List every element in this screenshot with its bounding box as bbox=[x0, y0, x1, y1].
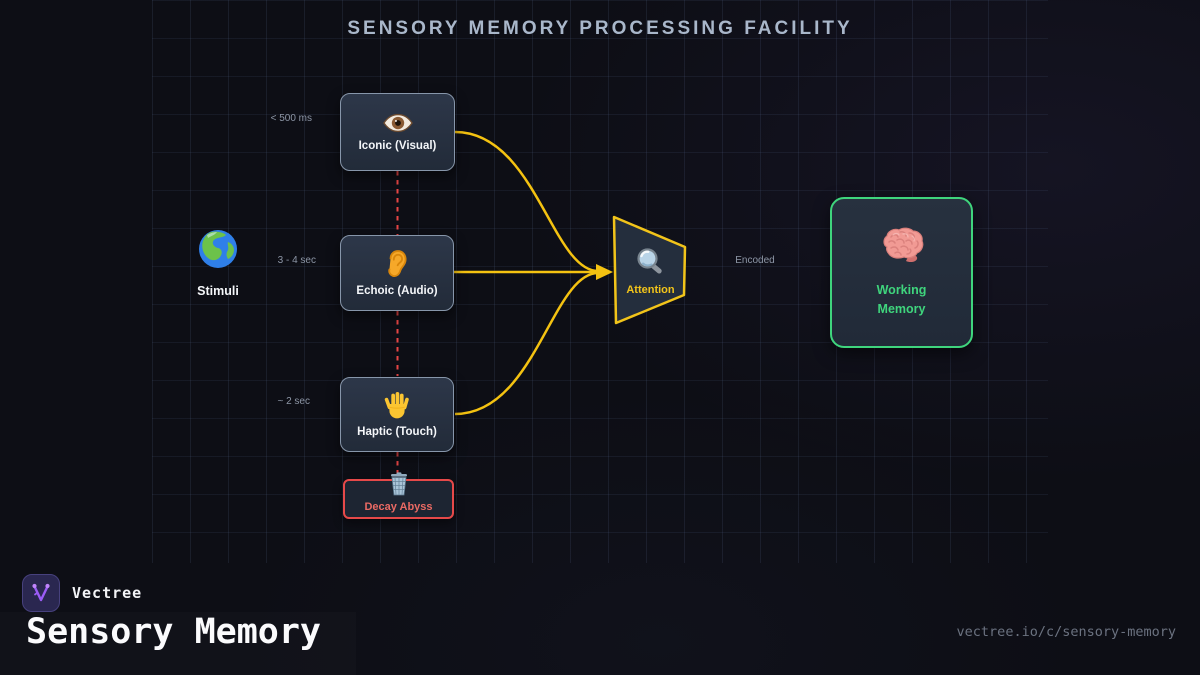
node-iconic-visual[interactable]: Iconic (Visual) bbox=[340, 93, 455, 171]
brain-icon bbox=[879, 227, 925, 265]
decay-abyss-label: Decay Abyss bbox=[364, 501, 433, 513]
working-memory-label-line1: Working bbox=[876, 282, 927, 297]
arrowhead-icon bbox=[596, 264, 613, 280]
duration-label-iconic: < 500 ms bbox=[270, 113, 312, 124]
eye-icon bbox=[382, 113, 413, 133]
wastebasket-icon bbox=[388, 472, 410, 496]
duration-label-echoic: 3 - 4 sec bbox=[277, 255, 316, 266]
node-label: Iconic (Visual) bbox=[358, 139, 437, 152]
hand-icon bbox=[383, 391, 411, 419]
page-title-heading: SENSORY MEMORY PROCESSING FACILITY bbox=[347, 18, 853, 39]
attention-funnel-shape[interactable] bbox=[612, 215, 687, 325]
footer-page-title: Sensory Memory bbox=[26, 612, 322, 652]
node-decay-abyss[interactable]: Decay Abyss bbox=[343, 472, 454, 519]
brand-name: Vectree bbox=[72, 584, 143, 602]
ear-icon bbox=[386, 249, 408, 278]
brand-row: Vectree bbox=[22, 574, 142, 612]
node-working-memory[interactable]: Working Memory bbox=[830, 197, 973, 348]
node-echoic-audio[interactable]: Echoic (Audio) bbox=[340, 235, 454, 311]
node-label: Echoic (Audio) bbox=[356, 284, 438, 297]
footer-url: vectree.io/c/sensory-memory bbox=[956, 624, 1176, 640]
vectree-logo-icon bbox=[32, 583, 50, 602]
stimuli-label: Stimuli bbox=[197, 284, 239, 298]
node-label: Haptic (Touch) bbox=[357, 426, 437, 438]
vectree-logo[interactable] bbox=[22, 574, 60, 612]
node-haptic-touch[interactable]: Haptic (Touch) bbox=[340, 377, 454, 452]
encoded-edge-label: Encoded bbox=[735, 255, 775, 266]
edge-haptic-to-attention bbox=[454, 271, 599, 416]
globe-icon bbox=[197, 230, 239, 274]
working-memory-label-line2: Memory bbox=[877, 301, 926, 316]
edge-iconic-to-attention bbox=[454, 130, 599, 273]
node-stimuli[interactable]: Stimuli bbox=[168, 228, 268, 298]
duration-label-haptic: ~ 2 sec bbox=[277, 396, 310, 407]
attention-label: Attention bbox=[626, 284, 675, 296]
working-memory-label: Working Memory bbox=[877, 281, 927, 319]
